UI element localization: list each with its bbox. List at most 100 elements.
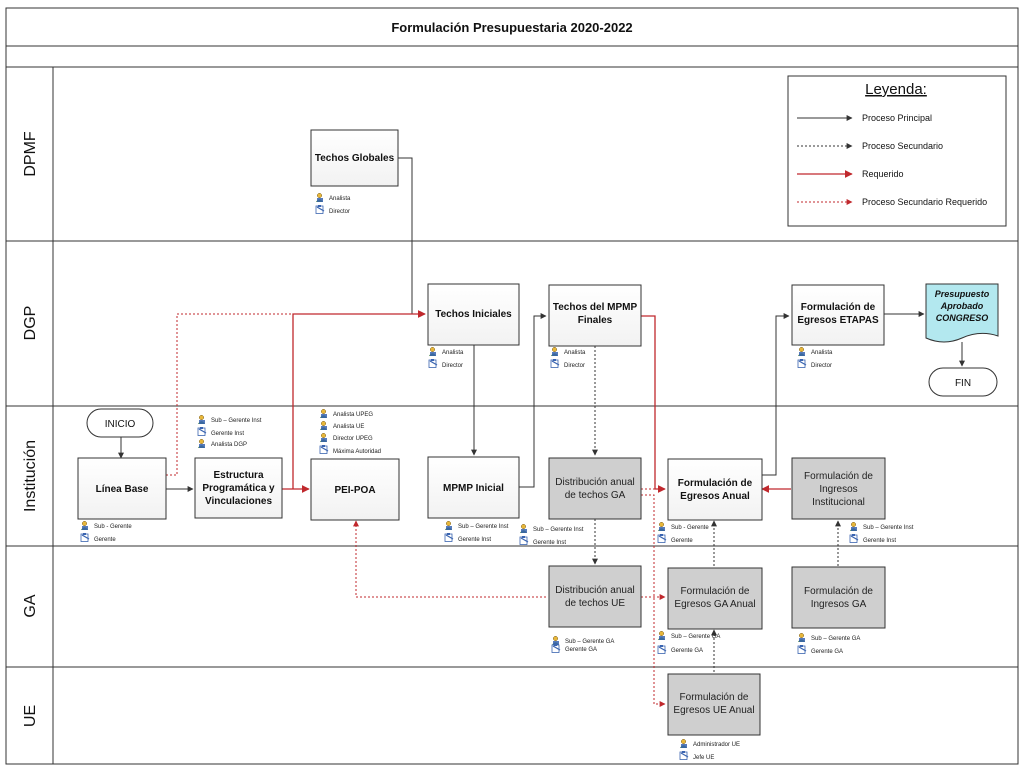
svg-text:Administrador UE: Administrador UE <box>693 742 740 748</box>
document-icon <box>319 444 329 455</box>
roles-pei-poa: Analista UPEG Analista UE Director UPEG … <box>319 408 381 455</box>
box-techos-iniciales: Techos Iniciales <box>427 283 520 346</box>
box-techos-mpmp-finales: Techos del MPMP Finales <box>548 284 642 347</box>
svg-text:Formulación de: Formulación de <box>681 586 750 597</box>
svg-text:Sub – Gerente Inst: Sub – Gerente Inst <box>533 527 584 533</box>
connectors <box>118 157 965 707</box>
document-icon <box>797 644 807 655</box>
svg-text:Sub – Gerente GA: Sub – Gerente GA <box>671 634 720 640</box>
svg-text:Techos Iniciales: Techos Iniciales <box>435 309 512 320</box>
box-formulacion-ingresos-institucional: Formulación de Ingresos Institucional <box>791 457 886 520</box>
lane-label-institucion: Institución <box>22 440 39 512</box>
legend-title: Leyenda: <box>865 81 927 98</box>
arrow-formanual-etapas <box>762 313 790 476</box>
terminal-inicio: INICIO <box>86 408 154 438</box>
document-icon <box>80 532 90 543</box>
arrow-distue-peipoa <box>353 520 546 598</box>
lane-label-ga: GA <box>22 594 39 617</box>
roles-distribucion-ue: Sub – Gerente GA Gerente GA <box>551 635 614 654</box>
box-formulacion-egresos-ue: Formulación de Egresos UE Anual <box>667 673 761 736</box>
svg-text:Formulación de: Formulación de <box>804 471 873 482</box>
svg-text:Analista DGP: Analista DGP <box>211 442 247 448</box>
document-icon <box>519 535 529 546</box>
svg-text:Analista UE: Analista UE <box>333 424 364 430</box>
roles-distribucion-ga: Sub – Gerente Inst Gerente Inst <box>519 523 584 546</box>
document-icon <box>550 358 560 369</box>
svg-text:Finales: Finales <box>578 315 613 326</box>
svg-text:Ingresos: Ingresos <box>819 484 857 495</box>
roles-techos-iniciales: Analista Director <box>428 346 464 369</box>
svg-text:Máxima Autoridad: Máxima Autoridad <box>333 449 381 455</box>
svg-text:Gerente Inst: Gerente Inst <box>533 540 566 546</box>
svg-text:Gerente Inst: Gerente Inst <box>458 537 491 543</box>
legend-label-principal: Proceso Principal <box>862 113 932 123</box>
svg-text:Gerente GA: Gerente GA <box>671 648 703 654</box>
arrow-estructura-iniciales <box>292 310 426 489</box>
arrow-distga-formue <box>641 494 666 707</box>
presupuesto-line3: CONGRESO <box>936 313 989 323</box>
document-icon <box>444 532 454 543</box>
terminal-fin-label: FIN <box>955 378 971 389</box>
svg-text:Jefe UE: Jefe UE <box>693 755 714 761</box>
svg-text:MPMP Inicial: MPMP Inicial <box>443 483 504 494</box>
svg-text:de techos UE: de techos UE <box>565 598 625 609</box>
roles-techos-globales: Analista Director <box>315 192 351 215</box>
document-icon <box>197 426 207 437</box>
svg-text:Sub – Gerente Inst: Sub – Gerente Inst <box>458 524 509 530</box>
svg-text:Programática y: Programática y <box>202 483 275 494</box>
roles-ingresos-ga: Sub – Gerente GA Gerente GA <box>797 632 860 655</box>
legend-label-requerido: Requerido <box>862 169 904 179</box>
lane-label-dpmf: DPMF <box>22 131 39 177</box>
svg-text:Analista: Analista <box>329 196 351 202</box>
box-formulacion-etapas: Formulación de Egresos ETAPAS <box>791 284 885 346</box>
document-icon <box>657 533 667 544</box>
svg-text:Sub – Gerente GA: Sub – Gerente GA <box>565 639 614 645</box>
svg-text:Gerente GA: Gerente GA <box>565 647 597 653</box>
svg-text:Egresos Anual: Egresos Anual <box>680 491 750 502</box>
box-pei-poa: PEI-POA <box>310 458 400 521</box>
terminal-inicio-label: INICIO <box>105 419 136 430</box>
document-icon <box>849 533 859 544</box>
presupuesto-line2: Aprobado <box>940 301 984 311</box>
svg-text:Estructura: Estructura <box>213 470 263 481</box>
document-icon <box>797 358 807 369</box>
lane-label-dgp: DGP <box>22 306 39 341</box>
svg-text:Egresos GA Anual: Egresos GA Anual <box>674 599 755 610</box>
svg-text:Analista UPEG: Analista UPEG <box>333 412 373 418</box>
svg-text:Ingresos GA: Ingresos GA <box>811 599 867 610</box>
roles-formulacion-anual: Sub - Gerente Gerente <box>657 521 709 544</box>
terminal-fin: FIN <box>928 367 998 397</box>
box-distribucion-techos-ga: Distribución anual de techos GA <box>548 457 642 520</box>
svg-text:Analista: Analista <box>564 350 586 356</box>
svg-text:PEI-POA: PEI-POA <box>334 485 375 496</box>
svg-text:Sub - Gerente: Sub - Gerente <box>671 525 709 531</box>
roles-formulacion-etapas: Analista Director <box>797 346 833 369</box>
roles-mpmp-inicial: Sub – Gerente Inst Gerente Inst <box>444 520 509 543</box>
document-icon <box>657 644 667 655</box>
document-icon <box>315 204 325 215</box>
svg-text:Sub – Gerente Inst: Sub – Gerente Inst <box>863 525 914 531</box>
roles-formulacion-ga: Sub – Gerente GA Gerente GA <box>657 630 720 655</box>
swimlane-separators <box>6 240 1018 668</box>
box-linea-base: Línea Base <box>77 457 167 520</box>
svg-text:Director: Director <box>811 363 832 369</box>
svg-text:Director: Director <box>564 363 585 369</box>
svg-text:Gerente: Gerente <box>94 537 116 543</box>
svg-text:Director UPEG: Director UPEG <box>333 436 373 442</box>
svg-text:Línea Base: Línea Base <box>96 484 149 495</box>
box-formulacion-egresos-anual: Formulación de Egresos Anual <box>667 458 763 521</box>
box-mpmp-inicial: MPMP Inicial <box>427 456 520 519</box>
svg-text:Egresos ETAPAS: Egresos ETAPAS <box>797 315 879 326</box>
roles-ingresos-institucional: Sub – Gerente Inst Gerente Inst <box>849 521 914 544</box>
svg-text:Gerente Inst: Gerente Inst <box>863 538 896 544</box>
document-icon <box>551 643 561 654</box>
svg-text:Formulación de: Formulación de <box>678 478 753 489</box>
svg-text:Gerente GA: Gerente GA <box>811 649 843 655</box>
svg-text:Institucional: Institucional <box>812 497 865 508</box>
presupuesto-line1: Presupuesto <box>935 289 990 299</box>
svg-text:de techos GA: de techos GA <box>565 490 626 501</box>
box-techos-globales: Techos Globales <box>310 129 399 187</box>
box-formulacion-egresos-ga: Formulación de Egresos GA Anual <box>667 567 763 630</box>
arrow-mpmp-finales <box>519 313 547 488</box>
roles-techos-mpmp: Analista Director <box>550 346 586 369</box>
